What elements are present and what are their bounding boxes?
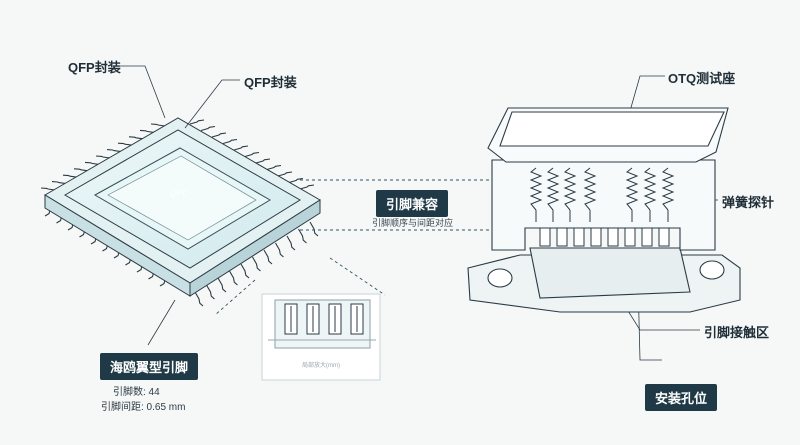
pin-compat-note: 引脚顺序与间距对应 [372,218,454,228]
chip-marking: QFC [168,188,191,198]
gullwing-lead [150,123,166,127]
gullwing-lead [299,184,315,190]
spring-probe-label: 弹簧探针 [722,195,775,210]
pin-contact [624,227,636,247]
pin-contact [573,227,585,247]
otq-socket [467,107,741,313]
gullwing-lead [240,263,250,279]
gullwing-lead [309,221,319,237]
mount-hole-right [699,260,725,280]
spring-coil [643,167,657,211]
gullwing-lead [62,174,78,178]
spring-coil [661,167,675,211]
connector-lines [214,179,520,316]
gullwing-lead [275,242,284,258]
socket-frame [491,159,716,251]
chip-die-inner [107,155,257,241]
spring-coil [529,167,543,211]
gullwing-lead [233,145,249,151]
gullwing-lead [298,228,307,244]
pin-pitch-spec: 引脚间距: 0.65 mm [101,402,186,413]
gullwing-leads-bottom-right [194,221,319,307]
spring-probes [529,167,675,222]
gullwing-lead [217,277,227,293]
pin-contact [539,227,551,247]
gullwing-lead [206,284,215,300]
gullwing-lead [73,168,89,172]
gullwing-lead [189,119,205,125]
spring-coil [583,167,597,211]
gullwing-lead [229,270,238,286]
gullwing-lead [139,129,155,133]
gullwing-lead [84,161,100,165]
gullwing-leads-top-left [40,123,166,191]
gullwing-tag: 海鸥翼型引脚 [100,353,199,380]
qfp-left-label: QFP封装 [68,60,121,75]
gullwing-lead [40,187,56,191]
detail-inset [261,293,381,381]
gullwing-lead [211,132,227,138]
gullwing-lead [95,155,111,159]
spring-coil [546,167,560,211]
gullwing-lead [277,171,293,177]
pin-contact-area-label: 引脚接触区 [704,325,770,340]
spring-coil [563,167,577,211]
pin-contacts [539,227,670,247]
pin-contact [658,227,670,247]
gullwing-lead [255,158,271,164]
pin-contact [556,227,568,247]
qfp-chip [40,117,321,307]
pin-contact [607,227,619,247]
spring-coil [625,167,639,211]
gullwing-lead [194,291,204,307]
gullwing-lead [128,136,144,140]
contact-region [529,247,691,299]
pin-contact [590,227,602,247]
pin-contact [641,227,653,247]
gullwing-lead [200,125,216,132]
detail-caption: 局部放大(mm) [302,363,340,369]
gullwing-lead [106,149,122,153]
qfp-top-label: QFP封装 [244,75,297,90]
gullwing-lead [222,138,238,145]
gullwing-lead [266,164,282,171]
socket-lid-top [499,111,725,147]
gullwing-lead [252,256,261,272]
mount-hole-left [487,268,513,288]
gullwing-leads-top-right [189,119,315,190]
chip-body-side-r [189,199,321,297]
gullwing-lead [244,151,260,158]
pin-compat-tag: 引脚兼容 [376,190,449,217]
pin-count-spec: 引脚数: 44 [113,387,160,398]
gullwing-lead [288,177,304,184]
gullwing-lead [51,181,67,185]
otq-socket-label: OTQ测试座 [668,71,736,86]
mount-hole-tag: 安装孔位 [645,384,718,411]
gullwing-lead [263,249,273,265]
gullwing-lead [286,235,296,251]
gullwing-lead [117,142,133,146]
